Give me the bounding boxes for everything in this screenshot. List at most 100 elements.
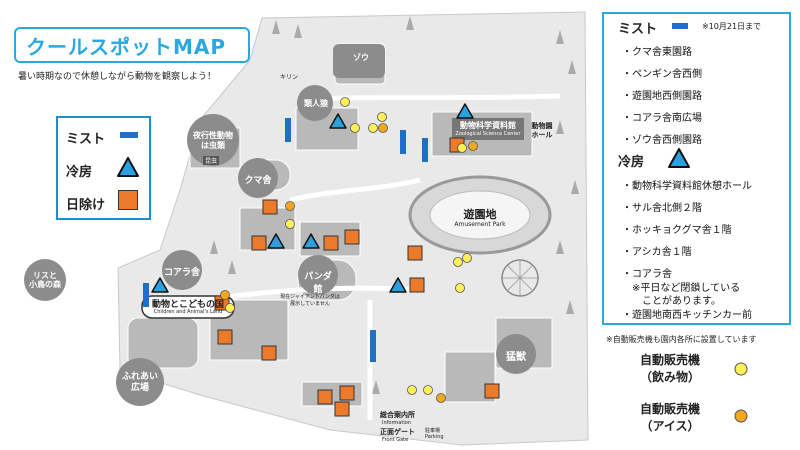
drink-vending-icon: [368, 123, 378, 133]
mist-icon: [143, 283, 149, 307]
shade-icon: [261, 345, 277, 361]
page-subtitle: 暑い時期なので休憩しながら動物を観察しよう！: [18, 72, 217, 82]
panda-note: 現在ジャイアントパンダは 展示していません: [280, 294, 340, 307]
panda-label: パンダ館: [304, 272, 332, 295]
shade-icon: [323, 235, 339, 251]
zou-label: ゾウ: [353, 53, 369, 62]
drink-vending-icon: [285, 219, 295, 229]
aircon-item: ・ホッキョクグマ舎１階: [622, 225, 732, 236]
noctarium-label: 夜行性動物 は虫類: [193, 131, 233, 150]
shade-icon: [118, 190, 138, 210]
drink-vending-icon: [455, 283, 465, 293]
animal-hall-label: 動物園 ホール: [531, 122, 553, 139]
science-center-label: 動物科学資料館: [460, 121, 516, 130]
ice-vending-legend: 自動販売機 （アイス）: [627, 401, 713, 435]
shade-icon: [217, 329, 233, 345]
kuma-label: クマ舎: [244, 176, 272, 186]
front-gate-label: 正面ゲート: [380, 428, 415, 436]
shade-icon: [484, 383, 500, 399]
aircon-icon: [302, 233, 320, 249]
fureai-label: ふれあい 広場: [121, 372, 158, 393]
aircon-heading: 冷房: [618, 155, 645, 170]
drink-vending-icon: [350, 123, 360, 133]
aircon-item: ・サル舎北側２階: [622, 203, 702, 214]
aircon-item: ・遊園地南西キッチンカー前: [622, 310, 752, 321]
legend-right: ミスト ※10月21日まで ・クマ舎東園路 ・ペンギン舎西側 ・遊園地西側園路 …: [602, 12, 791, 325]
kuma-zone: [238, 158, 278, 198]
title-box: クールスポットMAP: [14, 27, 250, 63]
mist-icon: [672, 23, 688, 29]
shade-icon: [334, 401, 350, 417]
ice-vending-icon: [378, 123, 388, 133]
science-center-zone: [452, 118, 524, 140]
mist-item: ・ペンギン舎西側: [622, 69, 702, 80]
shade-icon: [409, 277, 425, 293]
mist-icon: [370, 330, 376, 362]
aircon-item: ・動物科学資料館休憩ホール: [622, 181, 752, 192]
page-title: クールスポットMAP: [26, 34, 227, 59]
moju-zone: [496, 334, 536, 374]
mist-note: ※10月21日まで: [702, 22, 762, 31]
drink-vending-icon: [340, 97, 350, 107]
amusement-label: 遊園地: [463, 208, 497, 221]
shade-icon: [317, 389, 333, 405]
mist-icon: [285, 118, 291, 142]
ice-vending-icon: [436, 393, 446, 403]
legend-left: ミスト 冷房 日除け: [56, 116, 151, 220]
legend-mist-label: ミスト: [66, 132, 106, 147]
children-land-en-label: Children and Animal's Land: [153, 309, 223, 315]
kirin-label: キリン: [280, 74, 299, 81]
drink-vending-icon: [377, 112, 387, 122]
mist-markers: [143, 118, 428, 362]
aircon-markers: [151, 103, 474, 293]
vending-footnote: ※自動販売機も園内各所に設置しています: [606, 335, 757, 344]
koala-label: コアラ舎: [164, 268, 201, 278]
panda-zone: [298, 255, 338, 295]
aircon-item: ・コアラ舎: [622, 269, 672, 280]
ice-vending-icon: [220, 290, 230, 300]
aircon-icon: [389, 277, 407, 293]
science-center-en-label: Zoological Science Center: [455, 131, 521, 137]
ice-vending-line2: （アイス）: [640, 419, 700, 433]
risu-zone: [24, 259, 66, 301]
tree-icons: [210, 16, 579, 394]
drink-vending-icon: [453, 257, 463, 267]
drink-vending-line1: 自動販売機: [639, 353, 700, 367]
aircon-item: ・アシカ舎１階: [622, 247, 692, 258]
info-en-label: Information: [382, 420, 411, 426]
drink-vending-icon: [407, 385, 417, 395]
drink-vending-icon: [734, 362, 748, 376]
drink-vending-legend: 自動販売機 （飲み物）: [627, 352, 713, 386]
children-land-label: 動物とこどもの国: [151, 300, 224, 310]
drink-vending-icon: [225, 303, 235, 313]
mist-heading: ミスト: [618, 22, 658, 37]
risu-label: リスと 小鳥の森: [29, 271, 61, 289]
aircon-icon: [329, 113, 347, 129]
drink-vending-line2: （飲み物）: [639, 370, 700, 384]
info-label: 総合案内所: [380, 411, 415, 419]
mist-item: ・クマ舎東園路: [622, 47, 692, 58]
shade-icon: [262, 199, 278, 215]
ice-vending-icon: [285, 201, 295, 211]
drink-vending-icon: [462, 253, 472, 263]
mist-item: ・コアラ舎南広場: [622, 113, 702, 124]
mist-icon: [400, 130, 406, 154]
drink-vending-icon: [457, 143, 467, 153]
legend-shade-label: 日除け: [66, 198, 106, 213]
drink-vending-icon: [423, 385, 433, 395]
ice-vending-icon: [734, 409, 748, 423]
ice-vending-line1: 自動販売機: [639, 402, 700, 416]
koala-zone: [162, 250, 202, 290]
mist-item: ・遊園地西側園路: [622, 91, 702, 102]
front-gate-en-label: Front Gate: [382, 437, 409, 443]
ice-vending-markers: [220, 123, 478, 403]
ice-vending-icon: [468, 141, 478, 151]
shade-icon: [339, 385, 355, 401]
noctarium-zone: [187, 114, 239, 166]
mist-icon: [120, 132, 138, 138]
mist-icon: [422, 138, 428, 162]
aircon-icon: [117, 157, 139, 177]
mist-item: ・ゾウ舎西側園路: [622, 135, 702, 146]
fureai-zone: [116, 358, 164, 406]
